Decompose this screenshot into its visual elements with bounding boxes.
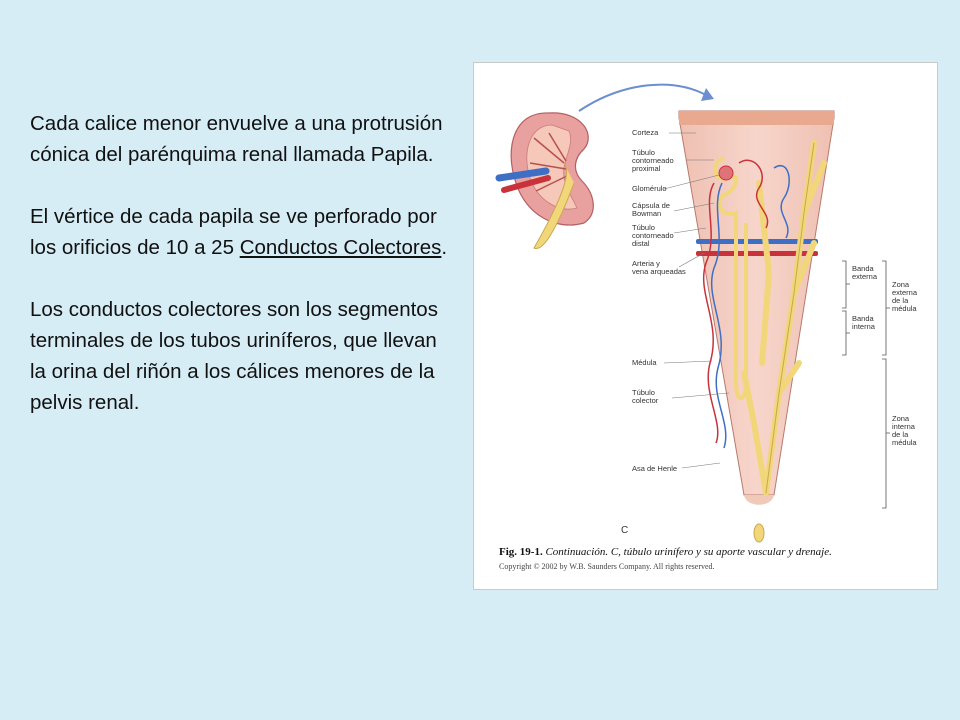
paragraph-conductos-end: . xyxy=(441,236,448,259)
label-zona-interna-3: de la xyxy=(892,430,909,439)
label-zona-interna-4: médula xyxy=(892,438,917,447)
kidney-icon xyxy=(495,112,594,249)
label-tubulo-prox-1: Túbulo xyxy=(632,148,655,157)
figure-copyright: Copyright © 2002 by W.B. Saunders Compan… xyxy=(499,562,715,571)
label-zona-interna-2: interna xyxy=(892,422,916,431)
slide-text: Cada calice menor envuelve a una protrus… xyxy=(30,108,455,449)
nephron-tubules xyxy=(702,156,790,449)
magnify-arrow xyxy=(578,83,707,112)
arrow-head-icon xyxy=(701,88,714,101)
label-henle: Asa de Henle xyxy=(632,464,677,473)
label-colector-1: Túbulo xyxy=(632,388,655,397)
paragraph-conductos: El vértice de cada papila se ve perforad… xyxy=(30,201,455,263)
label-leaders xyxy=(663,132,730,469)
arcuate-vessels xyxy=(696,239,818,256)
caption-rest: Continuación. C, túbulo urinífero y su a… xyxy=(543,546,832,558)
label-tubulo-dist-3: distal xyxy=(632,239,650,248)
label-zona-externa-3: de la xyxy=(892,296,909,305)
urinary-tubule-figure: Corteza Túbulo contorneado proximal Glom… xyxy=(473,62,938,590)
urine-drop-icon xyxy=(753,523,765,543)
label-zona-externa-4: médula xyxy=(892,304,917,313)
glomerulus-icon xyxy=(718,165,734,181)
right-labels: Banda externa Banda interna Zona externa… xyxy=(852,264,918,447)
figure-caption: Fig. 19-1. Continuación. C, túbulo uriní… xyxy=(499,546,832,558)
label-zona-interna-1: Zona xyxy=(892,414,910,423)
label-medula: Médula xyxy=(632,358,657,367)
caption-bold: Fig. 19-1. xyxy=(499,546,543,558)
label-capsula-2: Bowman xyxy=(632,209,661,218)
label-tubulo-prox-2: contorneado xyxy=(632,156,674,165)
label-tubulo-dist-1: Túbulo xyxy=(632,223,655,232)
paragraph-colectores: Los conductos colectores son los segment… xyxy=(30,298,438,414)
zone-braces xyxy=(842,260,890,509)
label-glomerulo: Glomérulo xyxy=(632,184,667,193)
label-zona-externa-1: Zona xyxy=(892,280,910,289)
label-colector-2: colector xyxy=(632,396,659,405)
label-zona-externa-2: externa xyxy=(892,288,918,297)
label-capsula-1: Cápsula de xyxy=(632,201,670,210)
conductos-colectores-link[interactable]: Conductos Colectores xyxy=(239,236,442,259)
label-corteza: Corteza xyxy=(632,128,659,137)
paragraph-conductos-start: El vértice de cada papila se ve perforad… xyxy=(30,205,437,259)
figure-illustration: Corteza Túbulo contorneado proximal Glom… xyxy=(495,83,918,571)
label-banda-externa-1: Banda xyxy=(852,264,875,273)
left-labels: Corteza Túbulo contorneado proximal Glom… xyxy=(632,128,686,473)
label-banda-externa-2: externa xyxy=(852,272,878,281)
label-tubulo-dist-2: contorneado xyxy=(632,231,674,240)
paragraph-papila: Cada calice menor envuelve a una protrus… xyxy=(30,112,443,166)
label-banda-interna-2: interna xyxy=(852,322,876,331)
label-arteria-2: vena arqueadas xyxy=(632,267,686,276)
label-banda-interna-1: Banda xyxy=(852,314,875,323)
label-arteria-1: Arteria y xyxy=(632,259,660,268)
panel-letter: C xyxy=(621,525,628,536)
label-tubulo-prox-3: proximal xyxy=(632,164,661,173)
